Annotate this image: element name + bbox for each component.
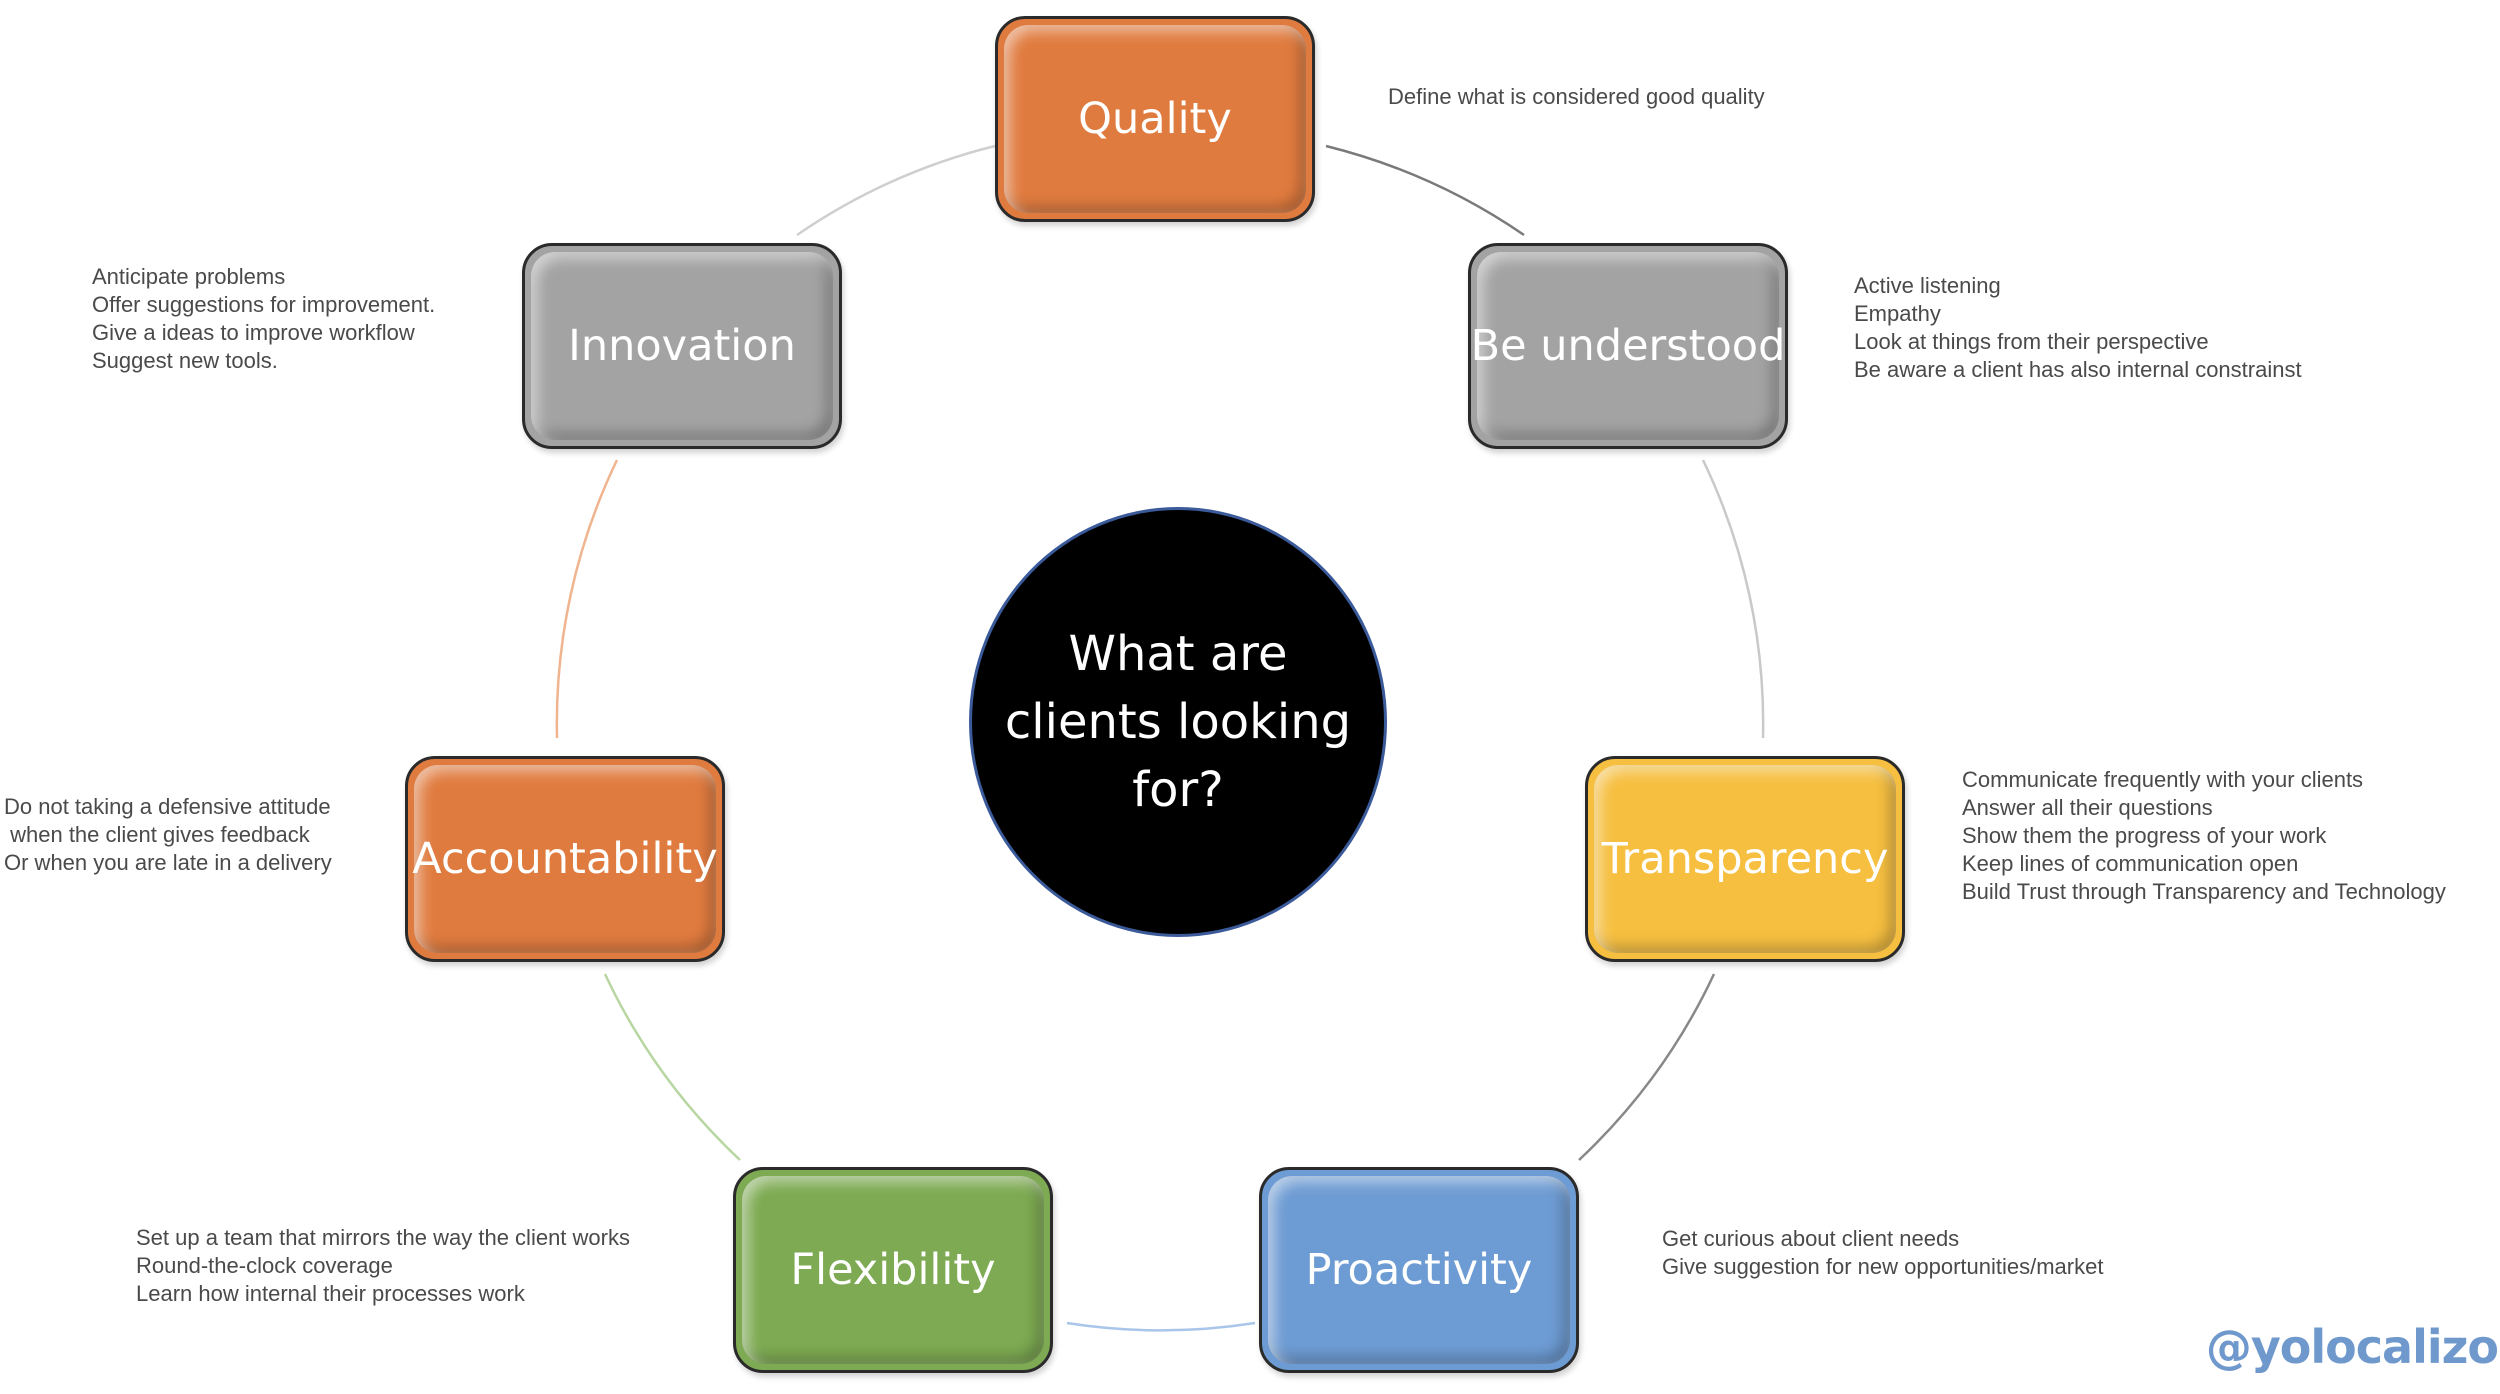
note-line: Give suggestion for new opportunities/ma…	[1662, 1254, 2104, 1279]
note-line: Active listening	[1854, 273, 2001, 298]
note-line: Look at things from their perspective	[1854, 329, 2209, 354]
note-line: Show them the progress of your work	[1962, 823, 2327, 848]
arc-innovation-quality	[796, 144, 996, 237]
notes-transparency: Communicate frequently with your clients…	[1962, 766, 2446, 906]
arc-quality-understood	[1325, 144, 1525, 237]
note-line: Communicate frequently with your clients	[1962, 767, 2364, 792]
center-title: What are clients looking for?	[1004, 626, 1352, 818]
center-question-circle: What are clients looking for?	[969, 507, 1387, 937]
note-line: Set up a team that mirrors the way the c…	[136, 1225, 630, 1250]
arc-understood-transparency	[1701, 459, 1765, 739]
note-line: Or when you are late in a delivery	[4, 850, 332, 875]
note-line: Anticipate problems	[92, 264, 286, 289]
notes-accountability: Do not taking a defensive attitude when …	[4, 793, 332, 877]
node-innovation-label: Innovation	[568, 321, 796, 371]
note-line: Keep lines of communication open	[1962, 851, 2299, 876]
notes-flexibility: Set up a team that mirrors the way the c…	[136, 1224, 630, 1308]
watermark-handle: @yolocalizo	[2205, 1320, 2499, 1374]
arc-transparency-proactivity	[1578, 973, 1716, 1161]
note-line: Be aware a client has also internal cons…	[1854, 357, 2302, 382]
arc-flexibility-accountability	[603, 973, 741, 1161]
note-line: Build Trust through Transparency and Tec…	[1962, 879, 2446, 904]
node-be-understood: Be understood	[1468, 243, 1788, 449]
node-innovation: Innovation	[522, 243, 842, 449]
note-line: Give a ideas to improve workflow	[92, 320, 415, 345]
node-accountability-label: Accountability	[412, 834, 718, 884]
node-quality: Quality	[995, 16, 1315, 222]
node-proactivity: Proactivity	[1259, 1167, 1579, 1373]
arc-proactivity-flexibility	[1066, 1321, 1256, 1332]
node-flexibility: Flexibility	[733, 1167, 1053, 1373]
node-transparency-label: Transparency	[1601, 834, 1889, 884]
notes-quality: Define what is considered good quality	[1388, 83, 1765, 111]
note-line: Learn how internal their processes work	[136, 1281, 525, 1306]
node-proactivity-label: Proactivity	[1305, 1245, 1533, 1295]
node-quality-label: Quality	[1078, 94, 1232, 144]
note-line: Do not taking a defensive attitude	[4, 794, 331, 819]
node-be-understood-label: Be understood	[1470, 321, 1786, 371]
note-line: Suggest new tools.	[92, 348, 278, 373]
note-line: Define what is considered good quality	[1388, 84, 1765, 109]
node-transparency: Transparency	[1585, 756, 1905, 962]
note-line: Offer suggestions for improvement.	[92, 292, 436, 317]
arc-accountability-innovation	[555, 459, 619, 739]
node-accountability: Accountability	[405, 756, 725, 962]
note-line: Answer all their questions	[1962, 795, 2213, 820]
note-line: Empathy	[1854, 301, 1941, 326]
note-line: Round-the-clock coverage	[136, 1253, 393, 1278]
note-line: when the client gives feedback	[4, 822, 310, 847]
note-line: Get curious about client needs	[1662, 1226, 1960, 1251]
node-flexibility-label: Flexibility	[790, 1245, 996, 1295]
